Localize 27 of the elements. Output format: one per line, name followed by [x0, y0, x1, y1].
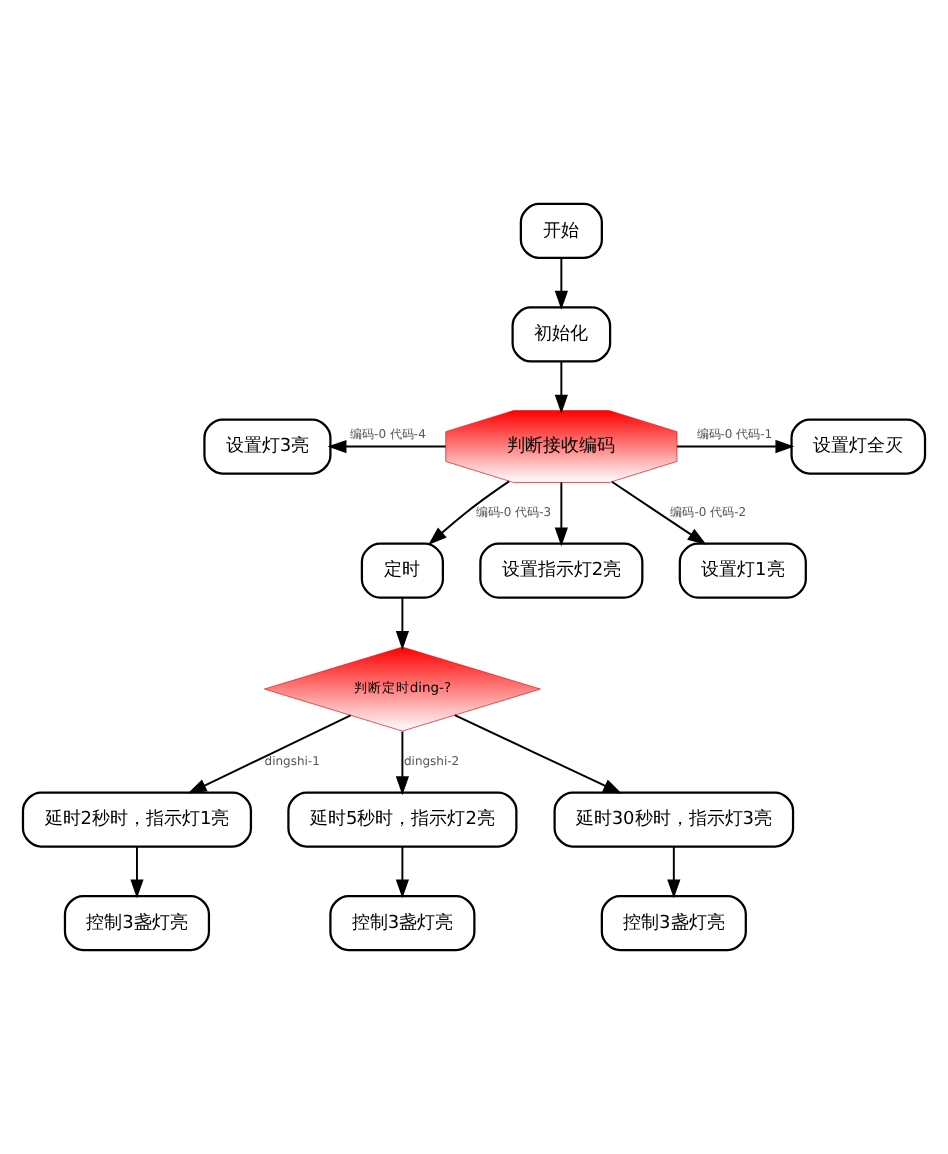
node-box: 控制3盏灯亮 — [600, 894, 747, 952]
node-box: 初始化 — [511, 306, 612, 363]
arrow — [676, 439, 795, 454]
arrow — [130, 845, 144, 899]
arrow — [667, 845, 681, 899]
node-box: 设置灯1亮 — [678, 542, 807, 599]
arrow — [395, 596, 409, 650]
node-box: 延时2秒时，指示灯1亮 — [21, 791, 253, 848]
arrow — [554, 360, 568, 414]
node-box: 延时5秒时，指示灯2亮 — [287, 791, 518, 848]
arrow — [610, 480, 707, 545]
node-box: 定时 — [360, 542, 444, 599]
arrow — [395, 845, 409, 899]
node-box: 控制3盏灯亮 — [63, 894, 211, 952]
arrow — [327, 439, 447, 454]
arrow — [395, 730, 409, 796]
arrow — [453, 714, 622, 794]
node-box: 延时30秒时，指示灯3亮 — [553, 791, 795, 848]
node-box: 控制3盏灯亮 — [329, 894, 476, 952]
node-box: 设置灯3亮 — [203, 418, 332, 475]
node-box: 开始 — [519, 202, 603, 260]
arrow — [428, 480, 511, 546]
arrow — [554, 257, 568, 310]
node-box: 设置指示灯2亮 — [479, 542, 644, 599]
node-box: 设置灯全灭 — [790, 418, 927, 475]
arrow — [554, 481, 568, 547]
arrow — [187, 714, 352, 794]
